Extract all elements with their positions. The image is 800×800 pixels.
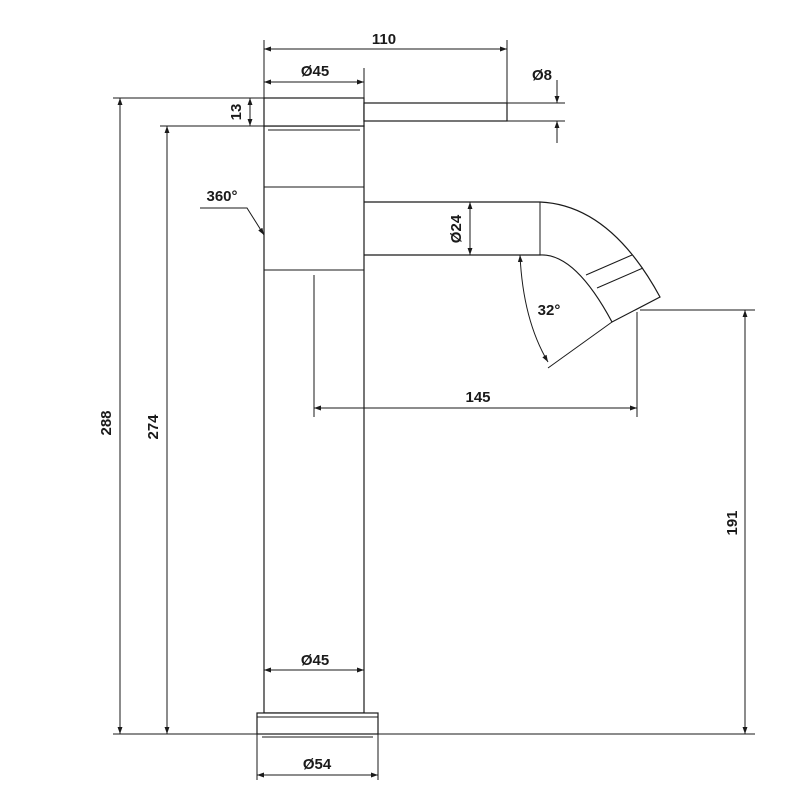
faucet-column (263, 125, 365, 714)
rotation-leader (200, 207, 265, 236)
faucet-outline (256, 97, 661, 738)
label-cap-height: 13 (228, 104, 245, 121)
lever-handle (363, 102, 508, 122)
label-spout-angle: 32° (538, 302, 561, 319)
base-plate (256, 712, 379, 735)
dimension-labels: 110 Ø45 Ø8 13 360° Ø24 32° 145 288 274 1… (98, 31, 741, 773)
label-spout-diameter: Ø24 (448, 214, 465, 243)
label-total-height: 288 (98, 410, 115, 435)
label-spout-reach: 145 (465, 389, 490, 406)
label-rotation: 360° (206, 188, 237, 205)
aerator-line-outer (596, 267, 644, 289)
top-cap (263, 97, 365, 127)
label-handle-reach: 110 (372, 31, 396, 48)
label-top-diameter: Ø45 (301, 63, 329, 80)
dimension-lines (117, 46, 748, 778)
label-spout-clearance: 191 (724, 510, 741, 535)
label-lever-diameter: Ø8 (532, 67, 552, 84)
label-base-diameter: Ø54 (303, 756, 332, 773)
aerator-line-inner (585, 254, 633, 276)
extension-lines (113, 40, 755, 780)
spout-tube (362, 201, 661, 323)
angle-leg (547, 321, 613, 369)
label-body-height: 274 (145, 414, 162, 440)
angle-arc (517, 254, 549, 363)
label-lower-diameter: Ø45 (301, 652, 329, 669)
